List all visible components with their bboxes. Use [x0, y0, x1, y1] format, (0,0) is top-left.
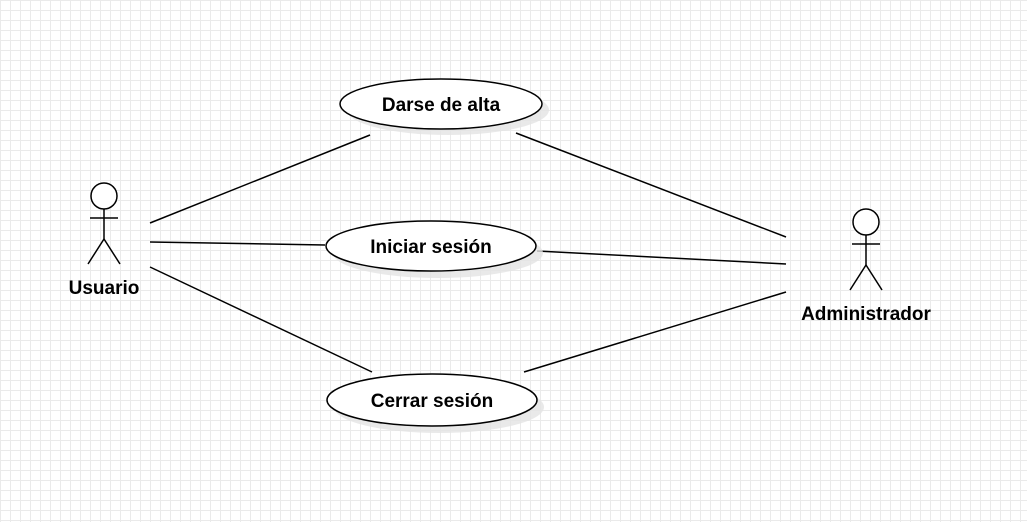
use-case-ellipse [326, 373, 538, 427]
actor-administrador[interactable] [849, 208, 883, 291]
use-case-ellipse [339, 78, 543, 130]
use-case-iniciar-sesion[interactable]: Iniciar sesión [325, 220, 543, 278]
actor-head [852, 208, 880, 236]
association-administrador-cerrar [523, 291, 787, 373]
use-case-label: Cerrar sesión [371, 391, 494, 412]
use-case-ellipse [325, 220, 537, 272]
actor-left-leg [87, 238, 105, 265]
actor-right-leg [103, 238, 121, 265]
actor-usuario[interactable] [87, 182, 121, 265]
association-usuario-cerrar [149, 266, 373, 373]
associations [149, 132, 787, 373]
use-case-darse-de-alta[interactable]: Darse de alta [339, 78, 549, 135]
actor-label-usuario: Usuario [69, 278, 140, 299]
use-case-label: Darse de alta [382, 95, 501, 116]
association-usuario-iniciar [149, 241, 326, 246]
use-case-label: Iniciar sesión [370, 237, 491, 258]
association-administrador-iniciar [536, 250, 787, 265]
association-usuario-alta [149, 134, 371, 224]
use-case-cerrar-sesion[interactable]: Cerrar sesión [326, 373, 544, 433]
actor-left-leg [849, 264, 867, 291]
actor-right-leg [865, 264, 883, 291]
association-administrador-alta [515, 132, 787, 238]
actor-label-administrador: Administrador [801, 304, 931, 325]
actor-head [90, 182, 118, 210]
